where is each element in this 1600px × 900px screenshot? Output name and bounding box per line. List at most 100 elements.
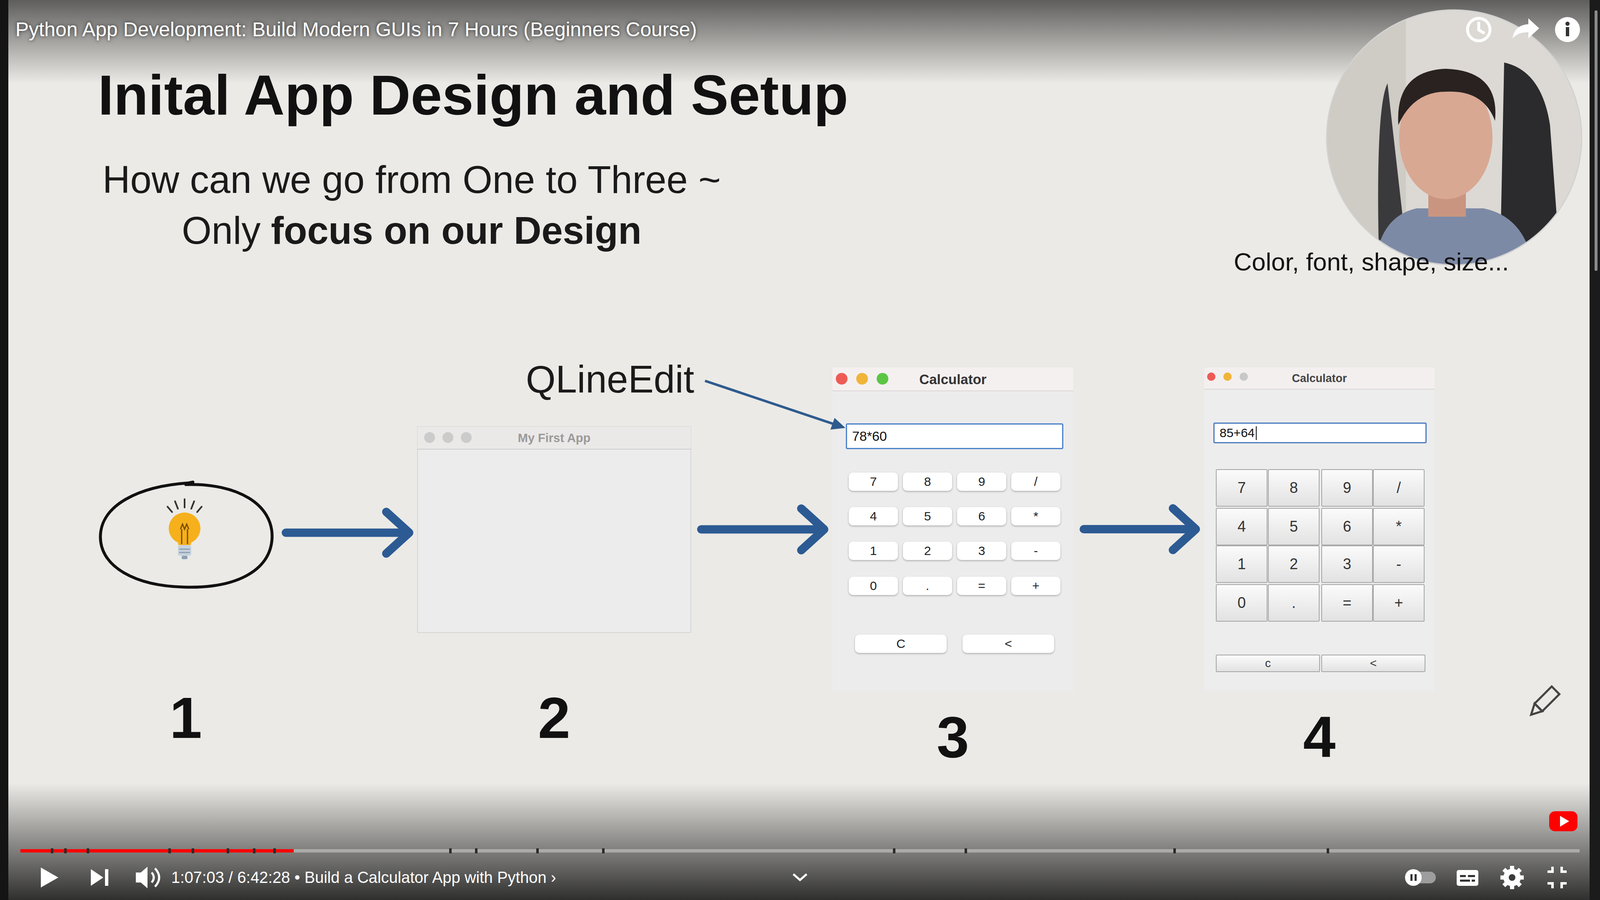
window-titlebar bbox=[832, 367, 1074, 391]
chapter-gap bbox=[168, 848, 171, 854]
chapter-gap bbox=[191, 848, 195, 854]
flow-arrow bbox=[1083, 508, 1196, 550]
button-label: 5 bbox=[1289, 519, 1298, 535]
button-label: = bbox=[977, 579, 986, 593]
bulb-base bbox=[179, 549, 190, 553]
calculator-button: 6 bbox=[1321, 507, 1373, 546]
arrow-head bbox=[386, 512, 410, 554]
calculator-button: 4 bbox=[1215, 507, 1268, 546]
chapter-gap bbox=[86, 848, 90, 854]
calculator-button: 6 bbox=[957, 507, 1007, 526]
window-body bbox=[832, 367, 1074, 691]
calculator-button: / bbox=[1011, 472, 1061, 491]
lightbulb bbox=[167, 499, 202, 560]
flow-arrow bbox=[285, 512, 410, 554]
app-window: Calculator485+64789/456*123-0.=+c< bbox=[1204, 367, 1435, 691]
stage-number: 4 bbox=[1204, 707, 1435, 767]
button-label: 5 bbox=[924, 510, 932, 523]
ray bbox=[191, 501, 195, 509]
subtitle-line: Onlyfocus on our Design bbox=[0, 211, 824, 250]
window-titlebar bbox=[832, 390, 1074, 392]
title-bar: Calculator bbox=[832, 367, 1074, 391]
button-label: - bbox=[1396, 556, 1402, 572]
subtitle-text: Only bbox=[181, 211, 261, 250]
volume-icon bbox=[151, 868, 160, 887]
line-edit-text: 78*60 bbox=[852, 429, 888, 443]
subtitle-text: How can we go from One to Three ~ bbox=[102, 160, 721, 199]
chapter-gaps bbox=[50, 848, 1330, 854]
pencil-icon bbox=[1527, 686, 1560, 719]
button-label: 1 bbox=[870, 544, 878, 558]
calculator-button: . bbox=[1267, 584, 1320, 622]
play-icon bbox=[40, 867, 59, 888]
webcam bbox=[1326, 10, 1582, 267]
video-title: Python App Development: Build Modern GUI… bbox=[15, 19, 697, 40]
chapter-gap bbox=[536, 848, 539, 854]
button-label: 4 bbox=[1237, 519, 1246, 535]
circle-outline bbox=[100, 482, 273, 588]
watch-later-icon bbox=[1467, 18, 1490, 41]
calculator-button: . bbox=[902, 576, 953, 595]
button-label: 9 bbox=[978, 475, 986, 488]
button-label: 3 bbox=[1342, 556, 1352, 572]
calculator-button: 0 bbox=[1215, 584, 1268, 622]
window-titlebar bbox=[1204, 367, 1435, 390]
calculator-button: 9 bbox=[957, 472, 1007, 491]
player-controls bbox=[40, 865, 1567, 890]
player-top-icons bbox=[1467, 18, 1490, 41]
window-dot bbox=[424, 432, 435, 443]
calculator-button: * bbox=[1372, 507, 1425, 546]
widget-callout: QLineEdit bbox=[525, 360, 695, 399]
stage-number: 1 bbox=[96, 688, 276, 748]
button-label: = bbox=[1342, 595, 1352, 611]
button-label: / bbox=[1396, 480, 1401, 496]
button-label: 8 bbox=[1289, 480, 1298, 496]
button-label: < bbox=[1004, 637, 1013, 650]
bottom-shade bbox=[0, 783, 1600, 900]
calculator-button: < bbox=[1321, 654, 1426, 673]
window-dot bbox=[1207, 372, 1216, 381]
frame-edge bbox=[1589, 0, 1600, 900]
subscribe-logo bbox=[1549, 811, 1578, 832]
window-titlebar bbox=[1204, 388, 1435, 390]
autoplay-toggle bbox=[1414, 874, 1417, 881]
button-label: + bbox=[1032, 579, 1040, 593]
calculator-button: = bbox=[1321, 584, 1373, 622]
button-label: 4 bbox=[870, 510, 878, 523]
subtitle-line: How can we go from One to Three ~ bbox=[0, 160, 824, 199]
ray bbox=[183, 499, 186, 508]
leader-line bbox=[705, 380, 833, 424]
calculator-button: 7 bbox=[848, 472, 898, 491]
calculator-button: + bbox=[1372, 584, 1425, 622]
stage-number: 3 bbox=[832, 707, 1074, 767]
button-label: 7 bbox=[1237, 480, 1246, 496]
button-label: 6 bbox=[1342, 519, 1352, 535]
next-icon bbox=[90, 869, 104, 886]
chapter-gap bbox=[252, 848, 256, 854]
calculator-button: - bbox=[1011, 541, 1061, 560]
chapter-gap bbox=[50, 848, 54, 854]
captions-icon bbox=[1460, 879, 1470, 882]
pencil-tip bbox=[1527, 703, 1543, 719]
captions-icon bbox=[1471, 879, 1475, 882]
gear-tooth bbox=[1502, 867, 1523, 888]
info-icon bbox=[1565, 27, 1570, 37]
chapter-gap bbox=[64, 848, 67, 854]
calculator-button: 0 bbox=[848, 576, 898, 595]
title-bar: My First App bbox=[417, 426, 691, 450]
progress-played bbox=[20, 849, 294, 853]
gear-body bbox=[1503, 868, 1521, 887]
button-label: 8 bbox=[924, 475, 932, 488]
chapter-gap bbox=[475, 848, 478, 854]
bulb-base bbox=[177, 545, 192, 556]
calculator-button: < bbox=[962, 634, 1055, 653]
hand-drawn-circle bbox=[96, 479, 276, 593]
chapter-gap bbox=[449, 848, 452, 854]
watch-later-icon bbox=[1478, 21, 1485, 34]
button-label: 9 bbox=[1342, 480, 1352, 496]
calculator-button: 5 bbox=[902, 507, 953, 526]
calculator-button: 4 bbox=[848, 507, 898, 526]
calculator-button: - bbox=[1372, 545, 1425, 583]
